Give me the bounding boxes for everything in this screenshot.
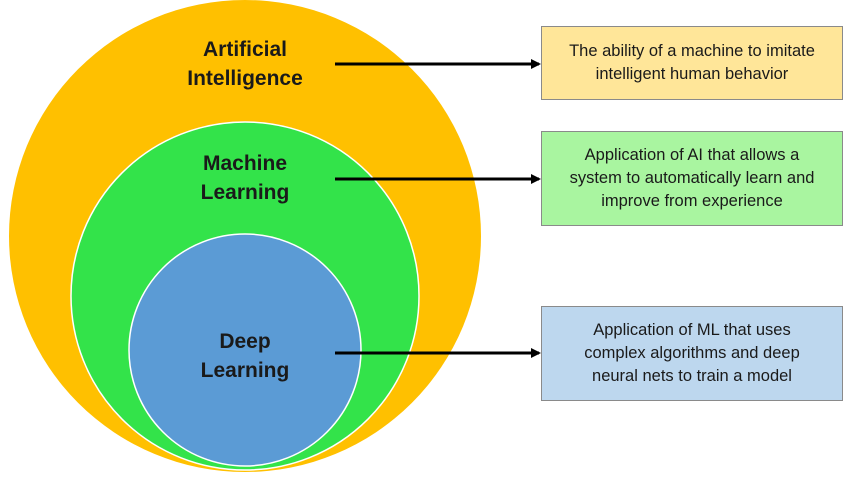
ai-label-line2: Intelligence [187,67,303,90]
dl-label-line1: Deep [219,330,270,353]
ai-label-line1: Artificial [203,38,287,61]
dl-circle [128,233,362,467]
ai-definition-line1: The ability of a machine to imitate [569,42,815,60]
ml-label-line1: Machine [203,152,287,175]
ai-definition-box: The ability of a machine to imitate inte… [541,26,843,100]
ml-definition-line1: Application of AI that allows a [584,146,800,164]
ai-definition-line2: intelligent human behavior [595,65,789,83]
ml-definition-line2: system to automatically learn and [569,169,815,187]
ml-definition-line3: improve from experience [601,192,783,210]
dl-definition-line3: neural nets to train a model [592,367,792,385]
dl-definition-box: Application of ML that uses complex algo… [541,306,843,401]
dl-label-line2: Learning [201,359,290,382]
dl-definition-line1: Application of ML that uses [593,321,791,339]
ml-definition-box: Application of AI that allows a system t… [541,131,843,226]
dl-definition-line2: complex algorithms and deep [584,344,800,362]
ml-label-line2: Learning [201,181,290,204]
